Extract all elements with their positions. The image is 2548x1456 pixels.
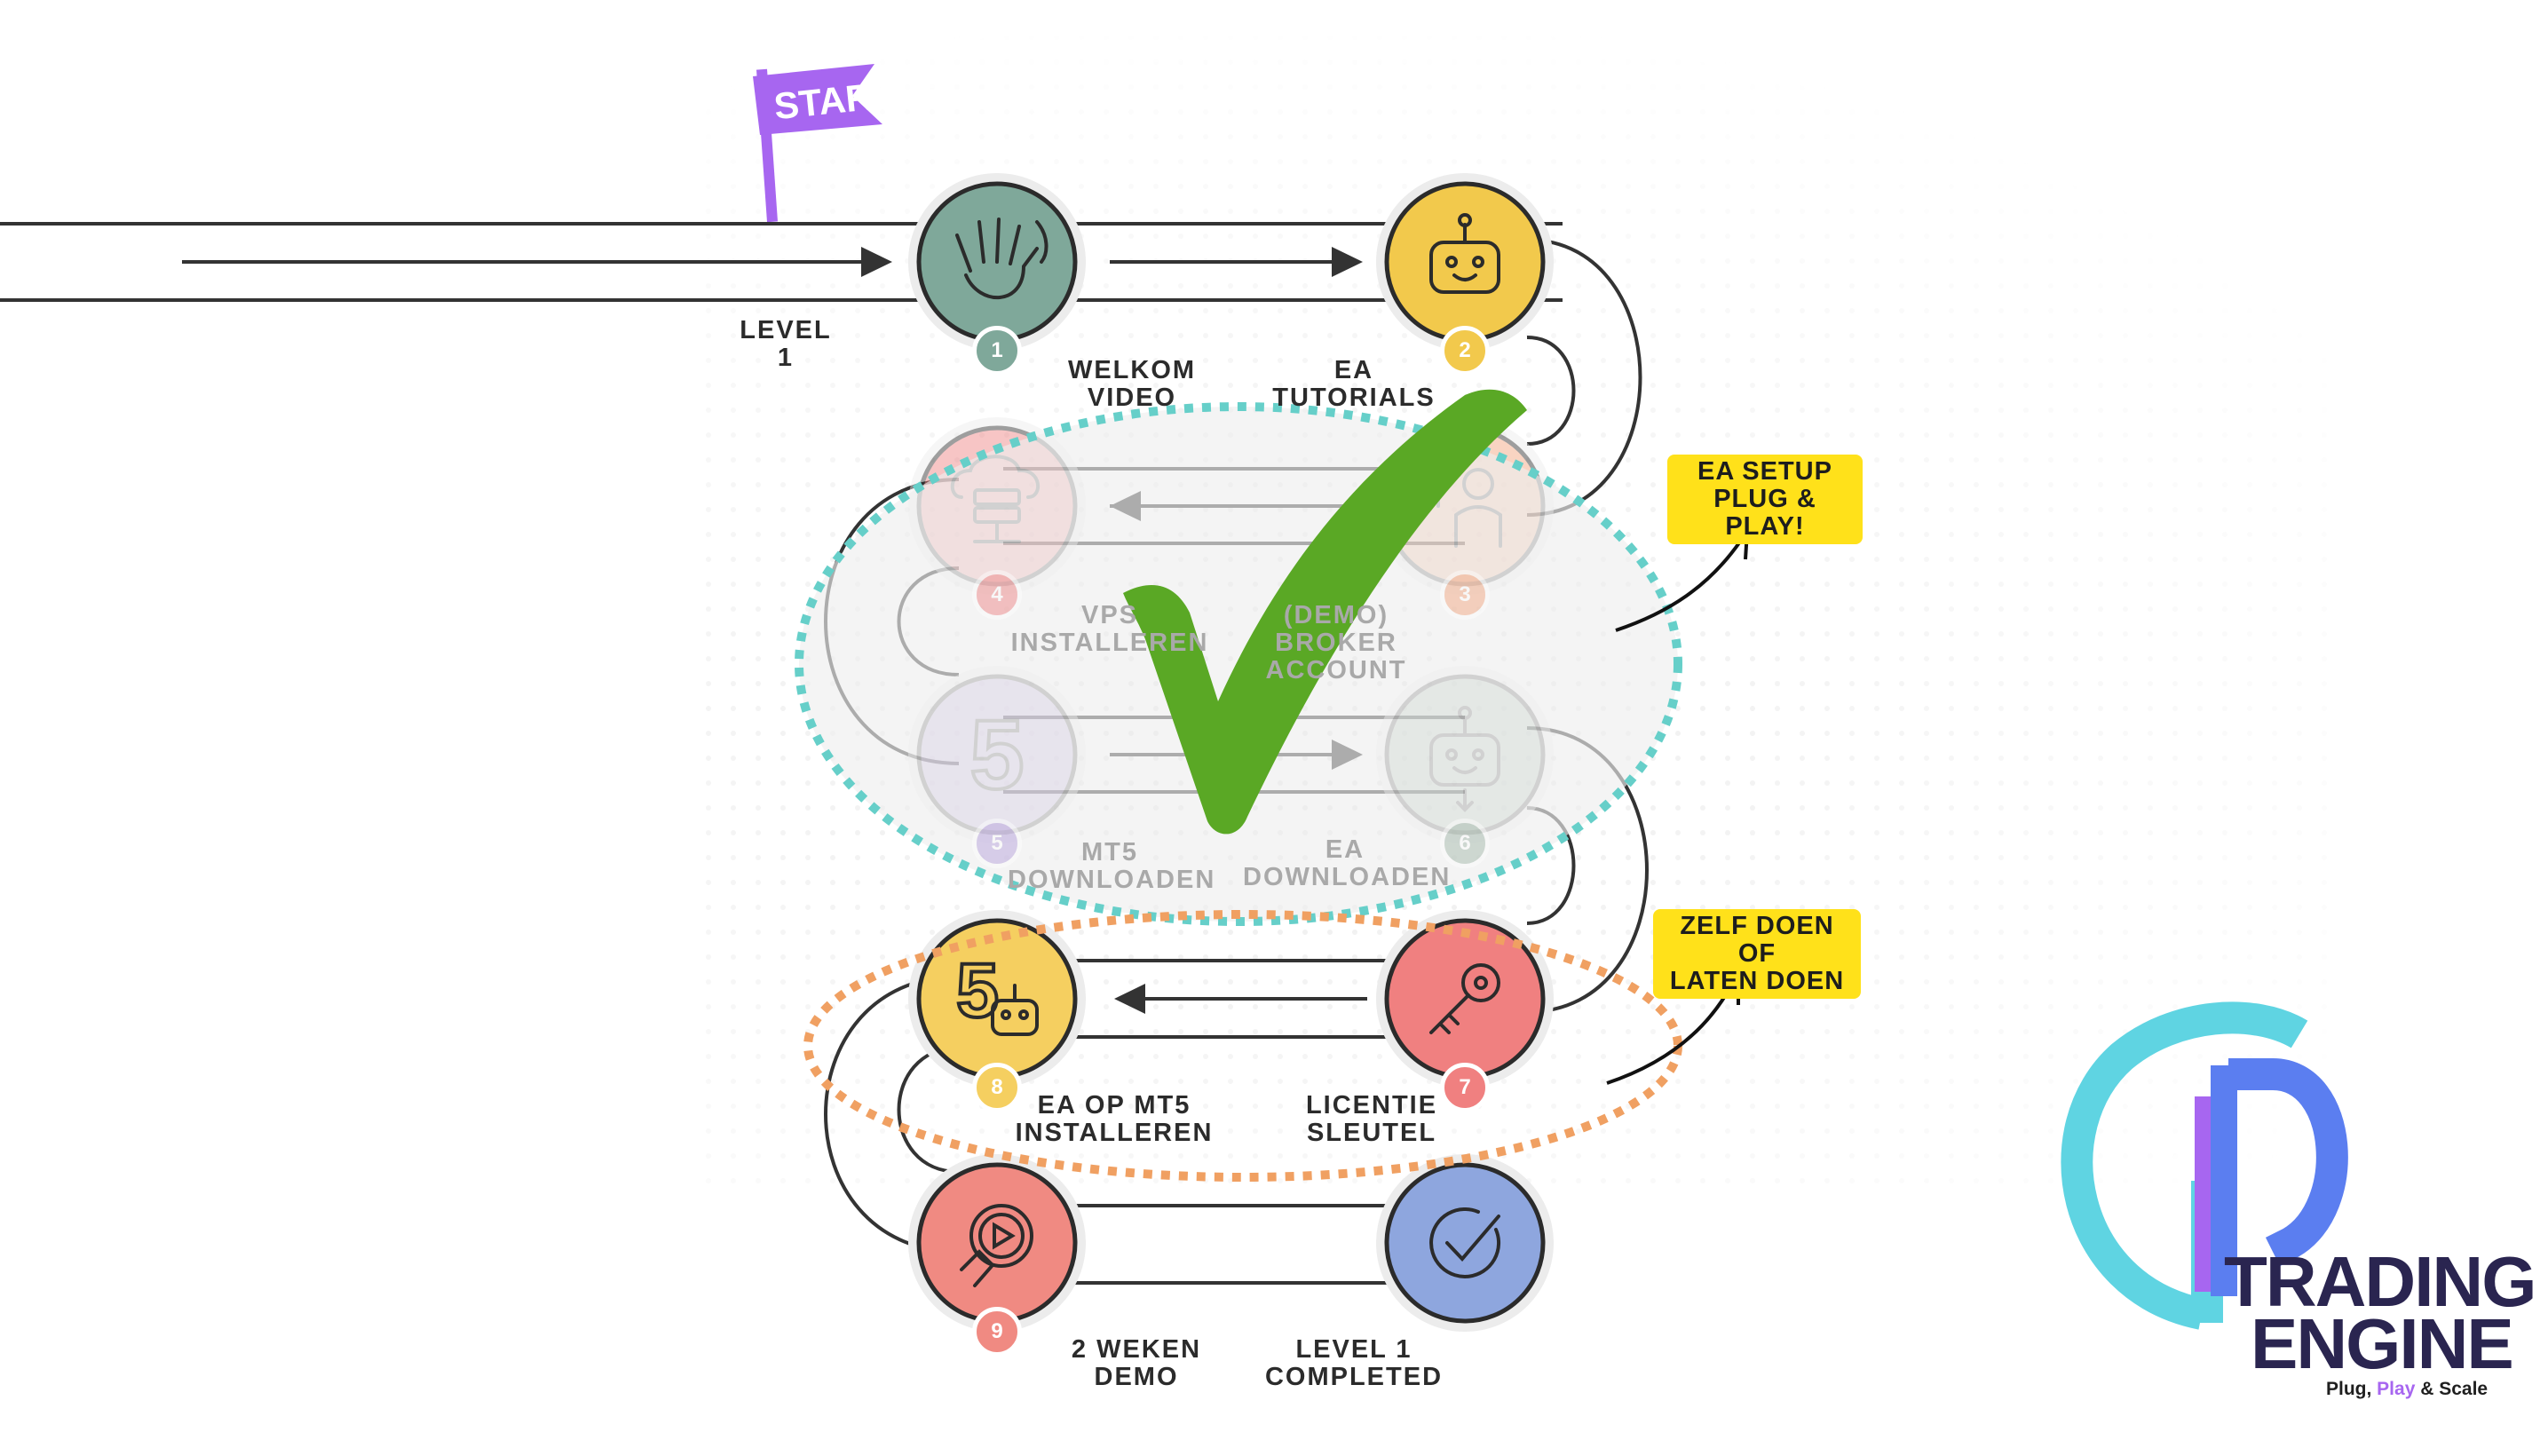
arrow-row-4 (1114, 984, 1145, 1014)
step-number-badge: 9 (972, 1307, 1022, 1357)
step-node-7 (1376, 910, 1554, 1088)
step-number-badge: 7 (1440, 1063, 1490, 1112)
logo-word-trading: TRADING (2224, 1242, 2536, 1321)
step-label: LEVEL 1 COMPLETED (1264, 1335, 1444, 1391)
callout-zelf-doen: ZELF DOEN OF LATEN DOEN (1653, 909, 1861, 999)
callout-arrow-setup (1615, 540, 1742, 632)
check-circle-icon (1429, 1207, 1501, 1278)
callout-arrow-self (1606, 985, 1733, 1085)
step-label: VPS INSTALLEREN (1010, 601, 1209, 657)
trading-engine-logo-mark (2061, 1001, 2348, 1330)
step-label: EA TUTORIALS (1272, 356, 1436, 412)
entry-track (0, 222, 1563, 302)
step-number-badge: 3 (1440, 570, 1490, 620)
level-1-label: LEVEL 1 (740, 316, 832, 372)
step-label: LICENTIE SLEUTEL (1305, 1091, 1438, 1147)
step-number-badge: 5 (972, 819, 1022, 868)
green-checkmark (1123, 389, 1527, 835)
waving-hand-icon (955, 218, 1048, 299)
callout-ea-setup: EA SETUP PLUG & PLAY! (1667, 455, 1863, 544)
step-node-10 (1376, 1154, 1554, 1332)
step-node-2 (1376, 173, 1554, 351)
key-icon (1429, 963, 1500, 1034)
arrow-to-step-2 (1332, 247, 1363, 277)
step-number-badge: 2 (1440, 326, 1490, 376)
step-label: 2 WEKEN DEMO (1071, 1335, 1202, 1391)
robot-icon (1429, 213, 1500, 294)
logo-word-engine: ENGINE (2251, 1304, 2514, 1383)
step-node-9 (908, 1154, 1086, 1332)
mt5-robot-icon: 5 (954, 946, 1039, 1036)
step-number-badge: 8 (972, 1063, 1022, 1112)
step-number-badge: 6 (1440, 819, 1490, 868)
teal-dotted-ellipse (795, 402, 1682, 926)
play-hand-icon (960, 1204, 1033, 1287)
step-node-1 (908, 173, 1086, 351)
step-label: EA OP MT5 INSTALLEREN (1015, 1091, 1214, 1147)
step-label: MT5 DOWNLOADEN (1008, 838, 1216, 894)
step-label: EA DOWNLOADEN (1243, 835, 1452, 891)
step-label: WELKOM VIDEO (1067, 356, 1197, 412)
step-node-8: 5 (908, 910, 1086, 1088)
step-number-badge: 4 (972, 570, 1022, 620)
step-number-badge: 1 (972, 326, 1022, 376)
step-label: (DEMO) BROKER ACCOUNT (1265, 601, 1407, 684)
arrow-to-step-1 (861, 247, 892, 277)
logo-tagline: Plug, Play & Scale (2326, 1379, 2489, 1399)
